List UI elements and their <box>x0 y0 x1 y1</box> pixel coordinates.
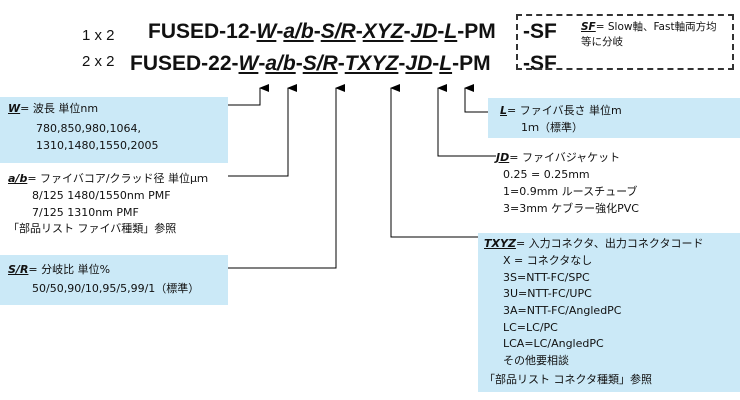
sf-desc-2: 等に分岐 <box>581 36 623 48</box>
sf-note: SF= Slow軸、Fast軸両方均 等に分岐 <box>581 20 717 50</box>
pn-sep: - <box>295 52 303 75</box>
txyz-title-text: = 入力コネクタ、出力コネクタコード <box>515 237 704 250</box>
pn-xyz: XYZ <box>362 20 404 43</box>
sf-suffix-1: -SF <box>523 20 557 43</box>
jd-line: 0.25 = 0.25mm <box>503 168 590 181</box>
w-key: W <box>8 102 21 115</box>
w-connector <box>228 84 269 106</box>
sf-note-box <box>516 14 734 70</box>
txyz-line: 3S=NTT-FC/SPC <box>503 271 590 284</box>
pn-prefix: FUSED-22- <box>130 52 239 75</box>
jd-title-text: = ファイバジャケット <box>509 151 621 164</box>
w-line: 1310,1480,1550,2005 <box>36 139 159 152</box>
txyz-connector <box>390 84 478 238</box>
pn-sep: - <box>276 20 284 43</box>
part-number-2x2: FUSED-22-W-a/b-S/R-TXYZ-JD-L-PM <box>130 52 491 76</box>
txyz-line: X = コネクタなし <box>503 254 593 267</box>
ab-line: 「部品リスト ファイバ種類」参照 <box>8 222 177 235</box>
sf-desc: = Slow軸、Fast軸両方均 <box>595 21 717 33</box>
pn-sep: - <box>432 52 440 75</box>
jd-connector <box>437 84 496 157</box>
l-box <box>488 98 740 138</box>
txyz-line: 「部品リスト コネクタ種類」参照 <box>484 373 653 386</box>
config-1x2: 1 x 2 <box>82 27 115 44</box>
l-connector <box>464 84 488 113</box>
pn-prefix: FUSED-12- <box>148 20 257 43</box>
pn-sep: - <box>437 20 445 43</box>
txyz-line: 3A=NTT-FC/AngledPC <box>503 304 622 317</box>
pn-l: L <box>444 20 458 43</box>
pn-txyz: TXYZ <box>344 52 399 75</box>
txyz-title: TXYZ= 入力コネクタ、出力コネクタコード <box>484 236 703 252</box>
txyz-line: 3U=NTT-FC/UPC <box>503 287 592 300</box>
ab-title: a/b= ファイバコア/クラッド径 単位μｍ <box>8 171 208 187</box>
w-title-text: = 波長 単位nm <box>20 102 99 115</box>
pn-sep: - <box>398 52 406 75</box>
sr-box <box>0 255 228 305</box>
txyz-key: TXYZ <box>484 237 516 250</box>
pn-ab: a/b <box>265 52 296 75</box>
l-title: L= ファイバ長さ 単位m <box>500 103 622 119</box>
pn-w: W <box>238 52 259 75</box>
w-title: W= 波長 単位nm <box>8 101 98 117</box>
ab-title-text: = ファイバコア/クラッド径 単位μｍ <box>27 172 209 185</box>
txyz-box <box>478 233 740 392</box>
l-line: 1ｍ（標準） <box>521 121 583 134</box>
l-key: L <box>500 104 508 117</box>
l-title-text: = ファイバ長さ 単位m <box>507 104 622 117</box>
jd-line: 1=0.9mm ルースチューブ <box>503 185 638 198</box>
part-number-1x2: FUSED-12-W-a/b-S/R-XYZ-JD-L-PM <box>148 20 496 44</box>
pn-sep: - <box>258 52 266 75</box>
txyz-line: LCA=LC/AngledPC <box>503 337 604 350</box>
pn-w: W <box>256 20 277 43</box>
sr-connector <box>228 84 345 269</box>
w-box <box>0 97 228 163</box>
pn-sr: S/R <box>320 20 356 43</box>
pn-sep: - <box>355 20 363 43</box>
pn-sep: - <box>403 20 411 43</box>
ab-key: a/b <box>8 172 28 185</box>
jd-title: JD= ファイバジャケット <box>496 150 620 166</box>
pn-suffix: -PM <box>452 52 491 75</box>
pn-l: L <box>439 52 453 75</box>
jd-key: JD <box>496 151 510 164</box>
txyz-line: LC=LC/PC <box>503 321 558 334</box>
pn-jd: JD <box>405 52 433 75</box>
w-line: 780,850,980,1064, <box>36 122 141 135</box>
ab-line: 7/125 1310nm PMF <box>32 206 139 219</box>
ab-line: 8/125 1480/1550nm PMF <box>32 189 171 202</box>
pn-jd: JD <box>410 20 438 43</box>
jd-line: 3=3mm ケブラー強化PVC <box>503 202 639 215</box>
pn-suffix: -PM <box>457 20 496 43</box>
sr-title-text: = 分岐比 単位% <box>28 263 111 276</box>
txyz-line: その他要相談 <box>503 354 569 367</box>
pn-sep: - <box>337 52 345 75</box>
pn-ab: a/b <box>283 20 314 43</box>
sr-line: 50/50,90/10,95/5,99/1（標準） <box>32 282 200 295</box>
ab-connector <box>228 84 297 177</box>
config-2x2: 2 x 2 <box>82 53 115 70</box>
sf-key: SF <box>581 21 596 33</box>
pn-sr: S/R <box>302 52 338 75</box>
sr-title: S/R= 分岐比 単位% <box>8 262 110 278</box>
sr-key: S/R <box>8 263 29 276</box>
pn-sep: - <box>313 20 321 43</box>
